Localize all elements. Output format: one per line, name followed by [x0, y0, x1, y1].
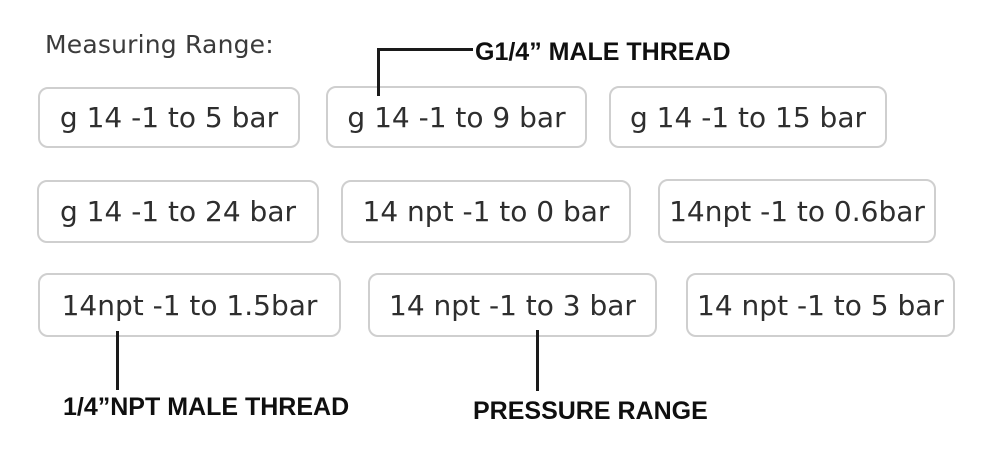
- range-option-g14-5bar[interactable]: g 14 -1 to 5 bar: [38, 87, 300, 148]
- g-thread-callout-line-vertical: [377, 48, 380, 96]
- range-option-g14-9bar[interactable]: g 14 -1 to 9 bar: [326, 86, 587, 148]
- range-option-g14-15bar[interactable]: g 14 -1 to 15 bar: [609, 86, 887, 148]
- range-option-npt-15bar[interactable]: 14npt -1 to 1.5bar: [38, 273, 341, 337]
- range-option-g14-24bar[interactable]: g 14 -1 to 24 bar: [37, 180, 319, 243]
- range-option-npt-5bar[interactable]: 14 npt -1 to 5 bar: [686, 273, 955, 337]
- range-option-npt-06bar[interactable]: 14npt -1 to 0.6bar: [658, 179, 936, 243]
- g-thread-callout-line-horizontal: [377, 48, 473, 51]
- g-thread-annotation: G1/4” MALE THREAD: [475, 38, 731, 66]
- pressure-range-annotation: PRESSURE RANGE: [473, 397, 708, 425]
- measuring-range-title: Measuring Range:: [45, 30, 274, 59]
- pressure-range-callout-line: [536, 330, 539, 391]
- range-option-npt-0bar[interactable]: 14 npt -1 to 0 bar: [341, 180, 631, 243]
- npt-thread-annotation: 1/4”NPT MALE THREAD: [63, 393, 350, 421]
- range-option-npt-3bar[interactable]: 14 npt -1 to 3 bar: [368, 273, 657, 337]
- npt-thread-callout-line: [116, 331, 119, 390]
